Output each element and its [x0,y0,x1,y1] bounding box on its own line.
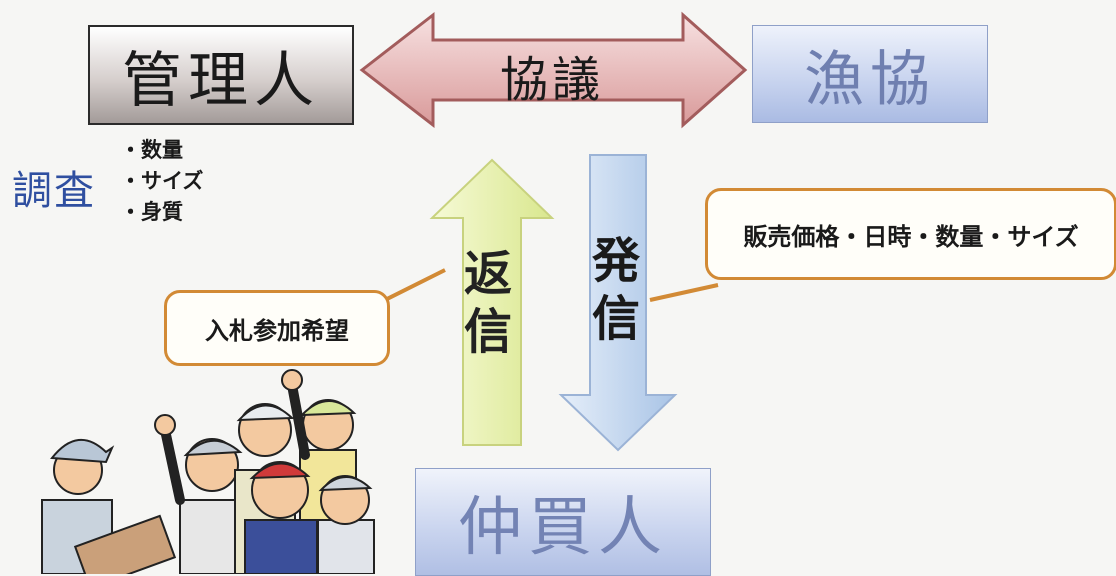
down-arrow-hasshin [558,154,678,452]
kanrinin-label: 管理人 [122,45,320,116]
henshin-char-2: 信 [463,304,512,360]
gyokyo-box: 漁協 [752,25,988,123]
survey-item: ・身質 [120,200,183,224]
survey-item: ・数量 [120,138,183,162]
person-4 [244,461,318,574]
hasshin-label: 発 信 [586,232,646,348]
kyogi-label: 協議 [500,52,605,108]
hasshin-char-2: 信 [591,291,640,347]
henshin-char-1: 返 [463,246,512,302]
hasshin-char-1: 発 [591,233,640,289]
survey-item: ・サイズ [120,169,204,193]
callout-bid-participation: 入札参加希望 [164,290,390,366]
nakagainin-label: 仲買人 [458,491,668,565]
callout-right-text: 販売価格・日時・数量・サイズ [743,222,1079,251]
gyokyo-label: 漁協 [804,44,936,115]
callout-left-text: 入札参加希望 [205,316,349,345]
crowd-illustration [41,369,375,574]
callout-right-pointer [649,283,719,302]
nakagainin-box: 仲買人 [415,468,711,576]
callout-sale-info: 販売価格・日時・数量・サイズ [705,188,1116,280]
up-arrow-henshin [429,158,555,446]
kanrinin-box: 管理人 [88,25,354,125]
person-5 [317,475,375,574]
survey-label: 調査 [12,168,96,214]
henshin-label: 返 信 [458,245,518,361]
double-arrow-kyogi [359,11,748,129]
person-speaker [41,438,177,574]
